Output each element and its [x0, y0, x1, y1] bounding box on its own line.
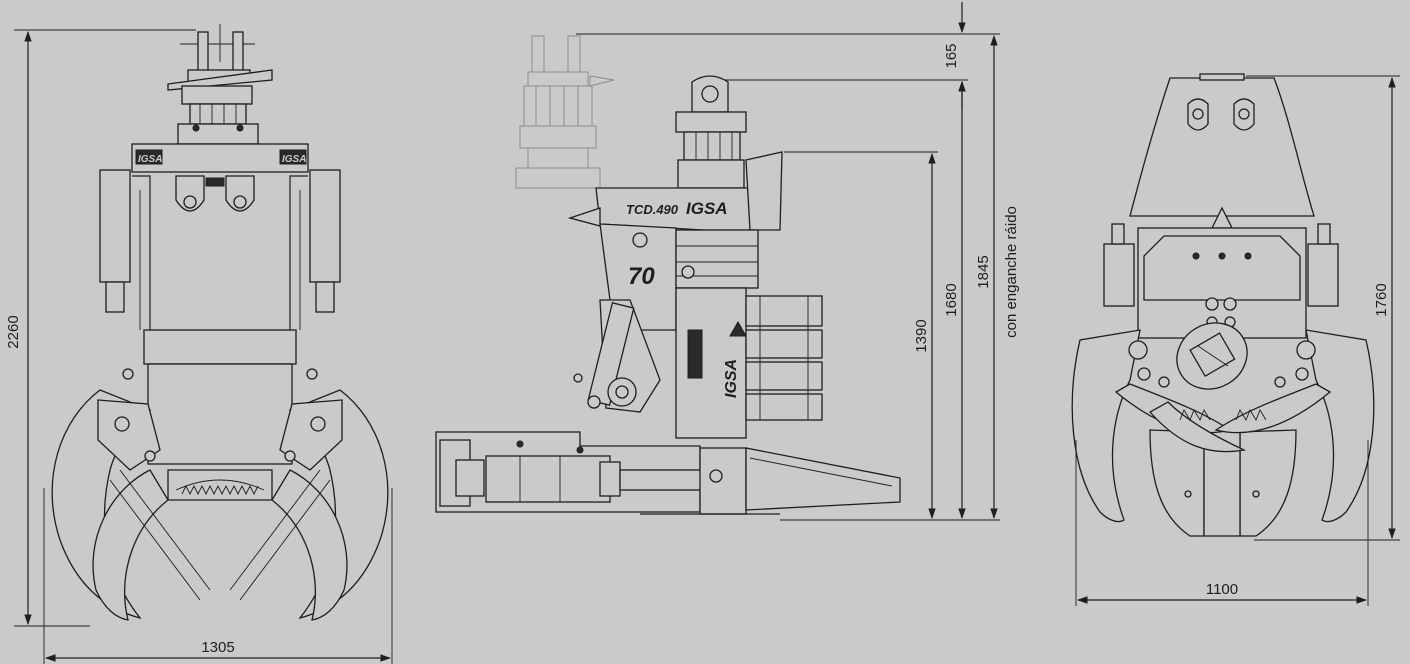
front-rotator [167, 24, 273, 145]
front-claws [51, 368, 389, 621]
side-housing: TCD.490 IGSA 70 IGSA [567, 151, 823, 439]
front-view: IGSA IGSA [5, 24, 393, 664]
front-body [143, 329, 297, 501]
label-1305: 1305 [201, 639, 234, 656]
dim-front-height: 2260 [5, 29, 196, 627]
anniversary-badge: 70 [628, 263, 655, 290]
side-ghost-rotator [515, 35, 615, 189]
side-view: TCD.490 IGSA 70 IGSA [435, 2, 1020, 521]
label-1100: 1100 [1206, 581, 1238, 598]
label-1760: 1760 [1373, 283, 1390, 316]
dim-back-width: 1100 [1075, 440, 1369, 606]
side-base [435, 431, 901, 515]
back-claws [1071, 329, 1375, 537]
side-model-label: TCD.490 [626, 202, 679, 217]
label-165: 165 [943, 43, 960, 68]
back-housing [1103, 223, 1339, 339]
label-con-enganche: con enganche ráido [1003, 206, 1020, 338]
label-1680: 1680 [943, 283, 960, 316]
dim-side: 165 1680 1390 1845 con enganche ráido [576, 2, 1020, 521]
side-vertical-brand: IGSA [723, 359, 740, 398]
label-1845: 1845 [975, 255, 992, 288]
dim-front-width: 1305 [43, 488, 393, 664]
label-2260: 2260 [5, 315, 22, 348]
back-rotator-disc [1176, 322, 1248, 390]
side-arm-cylinder [573, 299, 661, 413]
label-1390: 1390 [913, 319, 930, 352]
front-logo-left: IGSA [138, 154, 162, 165]
dim-back-height: 1760 [1246, 75, 1400, 541]
front-cylinders [99, 169, 341, 330]
side-rotator [675, 75, 747, 189]
back-top-plate [1129, 73, 1315, 229]
front-crossbeam: IGSA IGSA [131, 143, 309, 212]
back-view: 1760 1100 [1071, 73, 1400, 606]
side-brand-label: IGSA [686, 199, 728, 218]
front-logo-right: IGSA [282, 154, 306, 165]
